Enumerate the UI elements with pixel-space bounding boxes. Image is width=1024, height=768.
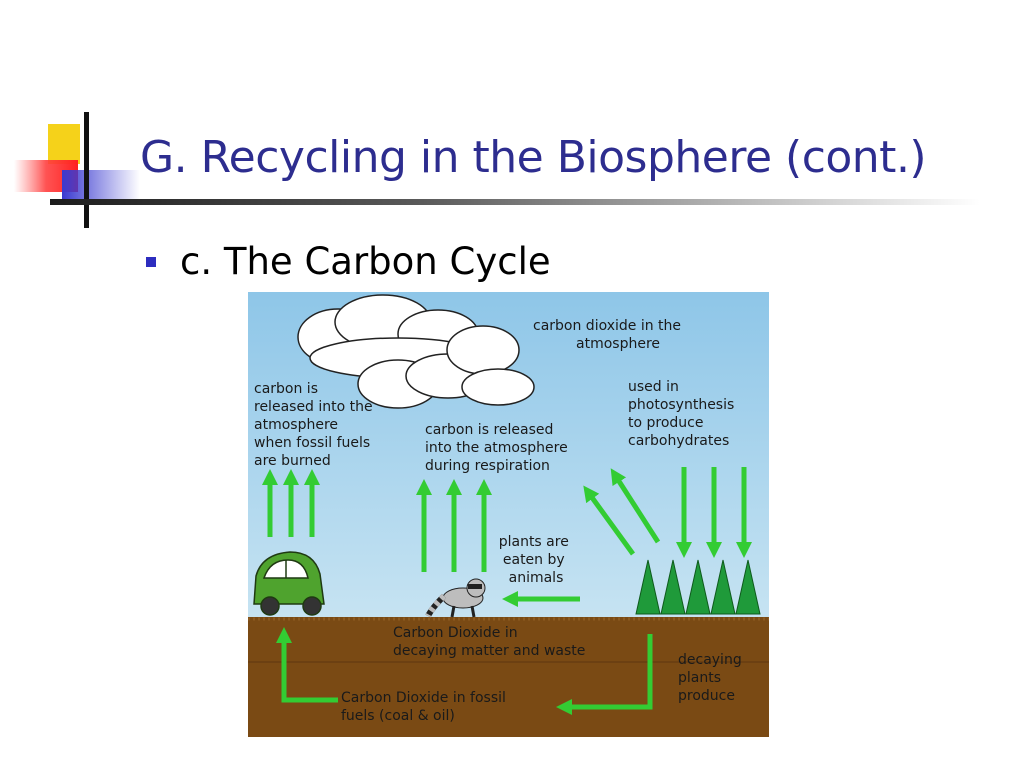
bullet-text: c. The Carbon Cycle xyxy=(180,240,551,283)
bullet-square-icon xyxy=(146,256,156,267)
diagonal-arrow-icon xyxy=(610,468,661,544)
corner-arrow-icon xyxy=(275,626,338,703)
soil xyxy=(248,617,769,737)
title-underline xyxy=(50,199,980,205)
tree-icon xyxy=(635,559,761,615)
title-decoration xyxy=(14,112,140,228)
blue-bar xyxy=(62,170,140,200)
fossil-fuels-label: Carbon Dioxide in fossil fuels (coal & o… xyxy=(341,690,510,724)
photosynthesis-label: used in photosynthesis to produce carboh… xyxy=(628,379,739,449)
decaying-plants-label: decaying plants produce xyxy=(678,652,746,704)
flow-arrows xyxy=(261,467,753,716)
decaying-matter-label: Carbon Dioxide in decaying matter and wa… xyxy=(393,625,585,659)
raccoon-icon xyxy=(425,578,486,618)
plants-eaten-label: plants are eaten by animals xyxy=(499,534,574,586)
corner-arrow-icon xyxy=(555,634,653,716)
car-icon xyxy=(253,551,325,616)
carbon-cycle-diagram: carbon dioxide in the atmosphere carbon … xyxy=(248,292,769,737)
bullet-item: c. The Carbon Cycle xyxy=(146,240,551,283)
slide-title: G. Recycling in the Biosphere (cont.) xyxy=(140,132,927,183)
diagonal-arrow-icon xyxy=(583,485,636,556)
vertical-line xyxy=(84,112,89,228)
atmosphere-label: carbon dioxide in the atmosphere xyxy=(533,318,686,352)
respiration-label: carbon is released into the atmosphere d… xyxy=(425,422,572,474)
yellow-square xyxy=(48,124,80,164)
fossil-release-label: carbon is released into the atmosphere w… xyxy=(254,381,377,469)
cloud-icon xyxy=(297,294,535,409)
